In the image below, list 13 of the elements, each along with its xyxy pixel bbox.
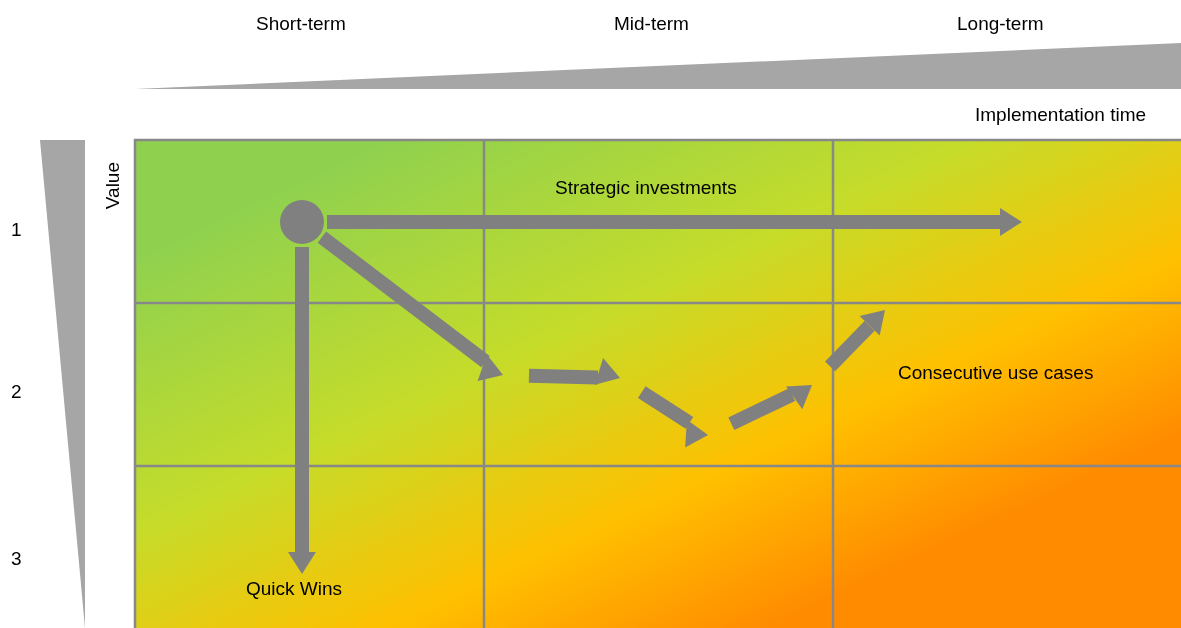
column-heading: Mid-term — [614, 13, 689, 35]
axis-label: Value — [102, 162, 124, 210]
row-number: 1 — [11, 219, 22, 241]
edge-label: Strategic investments — [555, 177, 737, 199]
arrow — [288, 247, 316, 574]
column-heading: Short-term — [256, 13, 346, 35]
quadrant-label: Consecutive use cases — [898, 362, 1094, 384]
quadrant-label: Quick Wins — [246, 578, 343, 600]
row-number: 2 — [11, 381, 22, 403]
arrow — [327, 208, 1022, 236]
column-heading: Long-term — [957, 13, 1044, 35]
row-number: 3 — [11, 548, 22, 570]
axis-label: Implementation time — [975, 104, 1147, 126]
